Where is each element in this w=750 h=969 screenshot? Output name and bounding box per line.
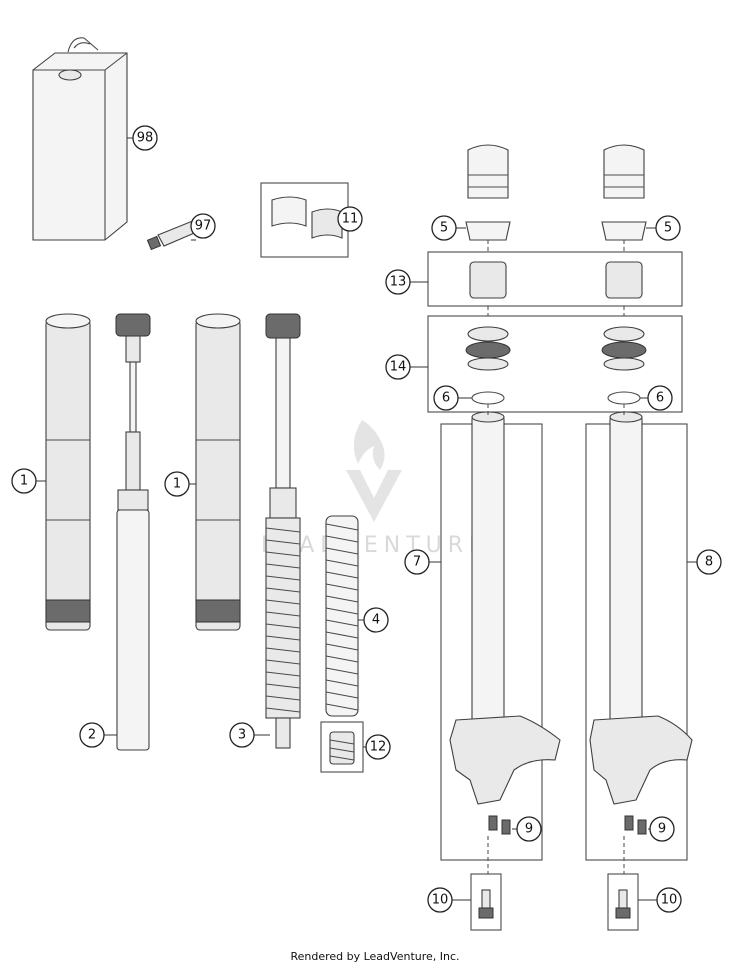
part-3-spring-cartridge xyxy=(265,313,301,749)
callout-5-right: 5 xyxy=(655,215,681,241)
callout-7: 7 xyxy=(404,549,430,575)
part-13-oil-seals xyxy=(469,261,643,299)
svg-text:10: 10 xyxy=(661,893,678,908)
part-12-spring xyxy=(329,731,355,765)
callout-9-right: 9 xyxy=(649,816,675,842)
part-9-screws xyxy=(488,815,647,835)
part-10-bolt-left xyxy=(478,889,494,919)
callout-97: 97 xyxy=(190,213,216,239)
callout-6-left: 6 xyxy=(433,385,459,411)
callout-2: 2 xyxy=(79,722,105,748)
callout-11: 11 xyxy=(337,206,363,232)
part-top-caps xyxy=(467,144,645,199)
part-14-seal-kits xyxy=(465,326,647,371)
part-10-bolt-right xyxy=(615,889,631,919)
callout-3: 3 xyxy=(229,722,255,748)
part-10-box-left xyxy=(470,873,502,931)
svg-text:9: 9 xyxy=(658,822,666,837)
part-6-o-rings xyxy=(471,391,641,405)
callout-98: 98 xyxy=(132,125,158,151)
svg-text:11: 11 xyxy=(342,212,359,227)
part-13-box xyxy=(427,251,683,307)
callout-10-right: 10 xyxy=(656,887,682,913)
part-5-dust-scrapers xyxy=(465,221,647,241)
callout-4: 4 xyxy=(363,607,389,633)
callout-8: 8 xyxy=(696,549,722,575)
svg-text:7: 7 xyxy=(413,555,421,570)
assembly-axis-lines xyxy=(487,240,625,874)
part-8-inner-tube-right xyxy=(589,411,693,805)
svg-text:97: 97 xyxy=(195,219,212,234)
callout-5-left: 5 xyxy=(431,215,457,241)
svg-text:13: 13 xyxy=(390,275,407,290)
footer-credit: Rendered by LeadVenture, Inc. xyxy=(290,950,460,963)
svg-text:6: 6 xyxy=(442,391,450,406)
callout-14: 14 xyxy=(385,354,411,380)
callout-10-left: 10 xyxy=(427,887,453,913)
part-10-box-right xyxy=(607,873,639,931)
svg-text:9: 9 xyxy=(525,822,533,837)
svg-text:14: 14 xyxy=(390,360,407,375)
svg-text:8: 8 xyxy=(705,555,713,570)
callout-13: 13 xyxy=(385,269,411,295)
part-1-outer-tube-right xyxy=(195,313,241,631)
svg-text:3: 3 xyxy=(238,728,246,743)
callout-1-right: 1 xyxy=(164,471,190,497)
svg-text:12: 12 xyxy=(370,740,387,755)
callout-9-left: 9 xyxy=(516,816,542,842)
part-2-damper-cartridge xyxy=(115,313,151,751)
callout-1-left: 1 xyxy=(11,468,37,494)
svg-text:6: 6 xyxy=(656,391,664,406)
svg-text:10: 10 xyxy=(432,893,449,908)
callout-6-right: 6 xyxy=(647,385,673,411)
svg-text:5: 5 xyxy=(440,221,448,236)
part-7-inner-tube-left xyxy=(449,411,561,805)
part-1-outer-tube-left xyxy=(45,313,91,631)
svg-text:98: 98 xyxy=(137,131,154,146)
svg-text:1: 1 xyxy=(173,477,181,492)
svg-text:1: 1 xyxy=(20,474,28,489)
svg-text:4: 4 xyxy=(372,613,380,628)
part-14-box xyxy=(427,315,683,413)
part-4-spring xyxy=(325,515,359,717)
svg-text:5: 5 xyxy=(664,221,672,236)
svg-text:2: 2 xyxy=(88,728,96,743)
part-11-bushings xyxy=(271,196,343,239)
callout-12: 12 xyxy=(365,734,391,760)
part-98-oil-canister xyxy=(32,37,128,241)
